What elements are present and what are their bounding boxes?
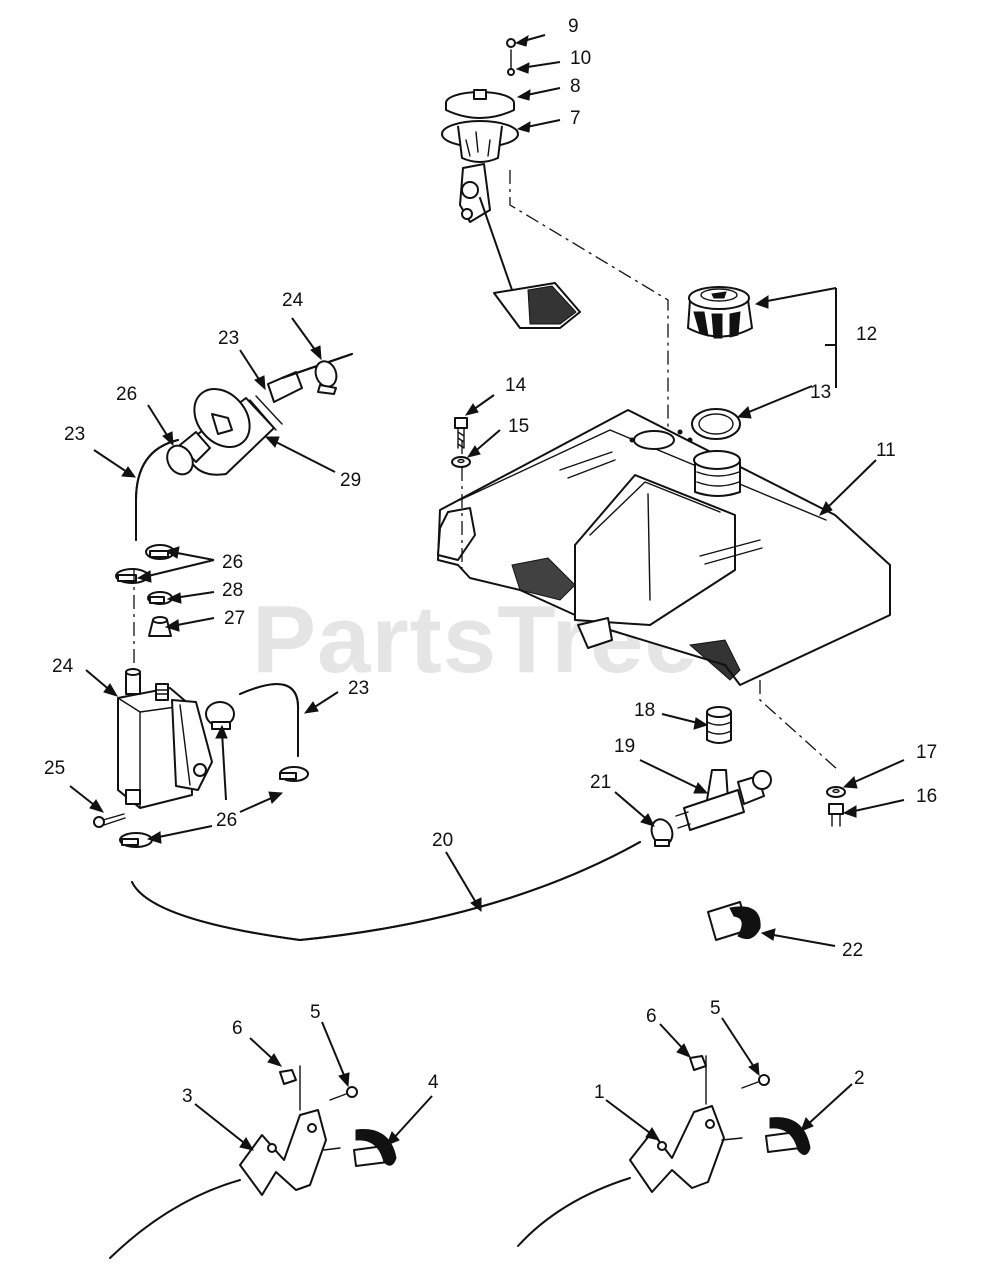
callout-4: 4 (428, 1072, 439, 1093)
callout-labels: 9 10 8 7 12 13 11 14 15 17 16 18 19 21 2… (44, 16, 937, 1107)
callout-28: 28 (222, 580, 243, 601)
nut-icon (279, 1055, 707, 1111)
callout-26-filter: 26 (116, 384, 137, 405)
shutoff-valve-icon (675, 706, 772, 831)
callout-18: 18 (634, 700, 655, 721)
fuel-tank-icon (437, 409, 891, 686)
fuel-gauge-sender-icon (441, 38, 581, 329)
callout-6-right: 6 (646, 1006, 657, 1027)
hose-clamp-icon (707, 901, 761, 941)
callout-13: 13 (810, 382, 831, 403)
callout-7: 7 (570, 108, 581, 129)
callout-5-right: 5 (710, 998, 721, 1019)
callout-21: 21 (590, 772, 611, 793)
gasket-icon (691, 408, 741, 440)
callout-22: 22 (842, 940, 863, 961)
callout-8: 8 (570, 76, 581, 97)
callout-16: 16 (916, 786, 937, 807)
callout-12: 12 (856, 324, 877, 345)
screw-icon (93, 813, 126, 828)
fuel-pump-icon (117, 668, 213, 809)
callout-15: 15 (508, 416, 529, 437)
screw-icon (329, 1074, 770, 1101)
callout-26-clamps: 26 (222, 552, 243, 573)
throttle-bracket-icon (109, 1105, 743, 1259)
fuel-cap-icon (687, 286, 753, 339)
callout-10: 10 (570, 48, 591, 69)
callout-20: 20 (432, 830, 453, 851)
callout-11: 11 (876, 440, 896, 461)
hose-clamp-icon (115, 360, 674, 848)
callout-27: 27 (224, 608, 245, 629)
callout-5-left: 5 (310, 1002, 321, 1023)
callout-6-left: 6 (232, 1018, 243, 1039)
connector-icon (148, 616, 172, 637)
callout-9: 9 (568, 16, 579, 37)
callout-24-top: 24 (282, 290, 304, 311)
callout-19: 19 (614, 736, 635, 757)
callout-14: 14 (505, 375, 527, 396)
leader-arrows (69, 34, 905, 1151)
callout-25: 25 (44, 758, 65, 779)
fuel-filter-icon (179, 371, 303, 476)
callout-23-elbow: 23 (64, 424, 85, 445)
callout-3: 3 (182, 1086, 193, 1107)
screw-icon (451, 417, 846, 827)
fuel-line-icon (131, 683, 641, 941)
callout-2: 2 (854, 1068, 865, 1089)
callout-23-hose: 23 (348, 678, 369, 699)
callout-1: 1 (594, 1082, 605, 1103)
callout-26-lower: 26 (216, 810, 237, 831)
callout-17: 17 (916, 742, 937, 763)
callout-29: 29 (340, 470, 361, 491)
callout-23-filter: 23 (218, 328, 239, 349)
callout-24-pump: 24 (52, 656, 74, 677)
knob-icon (353, 1117, 811, 1167)
